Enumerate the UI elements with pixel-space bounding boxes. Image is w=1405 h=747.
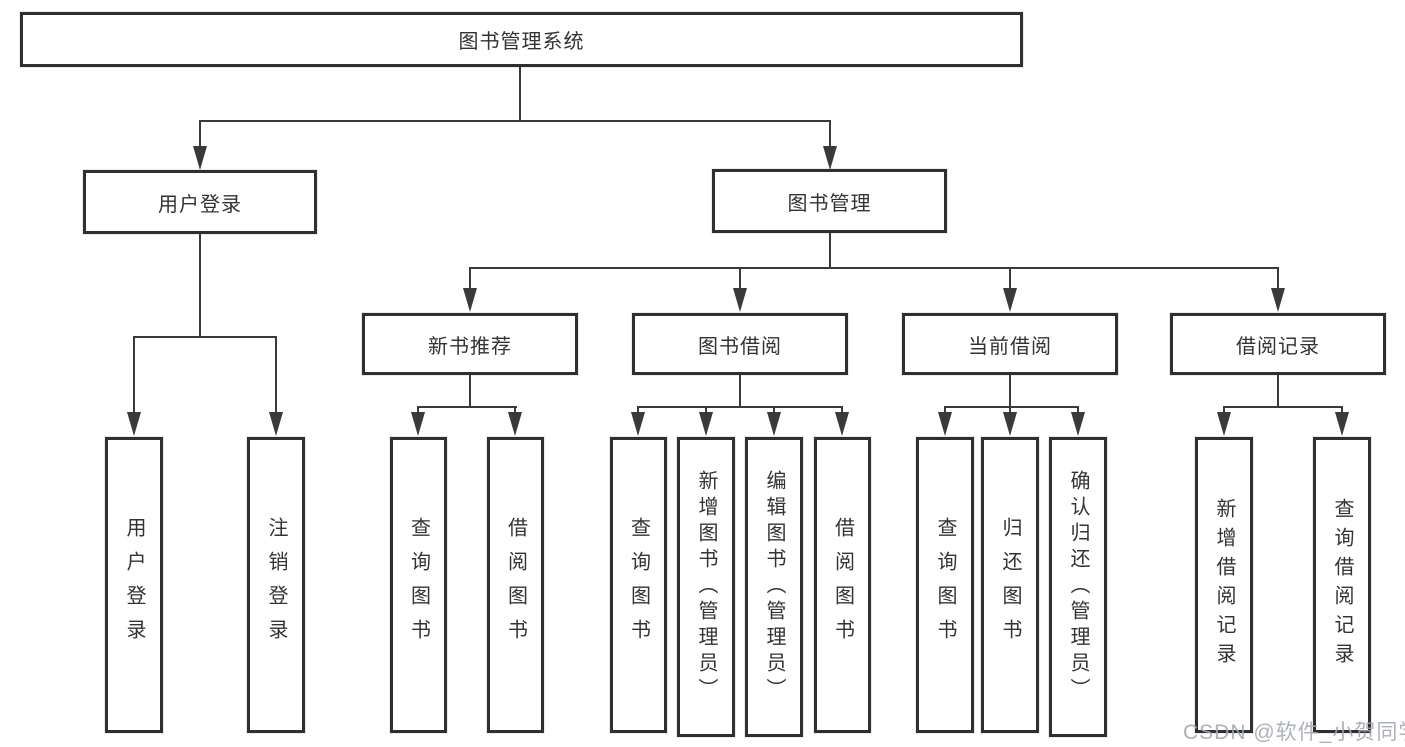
leaf-logout: 注销登录: [247, 437, 305, 733]
leaf-br-query-record: 查询借阅记录: [1313, 437, 1371, 733]
leaf-rec-query-book: 查询图书: [390, 437, 447, 733]
node-label: 借阅记录: [1236, 335, 1320, 358]
leaf-label: 查询借阅记录: [1331, 498, 1353, 672]
connector-userlogin-stem: [199, 233, 201, 338]
leaf-label: 新增借阅记录: [1213, 498, 1235, 672]
connector-current-drop-2: [1009, 406, 1011, 416]
connector-userlogin-hline: [133, 336, 277, 338]
arrowhead-to-book-borrowing: [733, 288, 747, 312]
connector-borrowing-drop-3: [773, 406, 775, 416]
connector-current-drop-1: [944, 406, 946, 416]
connector-borrowing-drop-1: [637, 406, 639, 416]
arrowhead-to-leaf-logout: [269, 412, 283, 436]
connector-bookmgmt-drop-2: [739, 267, 741, 291]
arrowhead-to-current-borrowing: [1003, 288, 1017, 312]
connector-current-hline: [944, 406, 1079, 408]
leaf-bb-edit-book-admin: 编辑图书（管理员）: [745, 437, 803, 737]
connector-bookmgmt-stem: [829, 233, 831, 269]
connector-current-stem: [1009, 375, 1011, 408]
arrowhead-to-cb-query-book: [938, 412, 952, 436]
leaf-bb-query-book: 查询图书: [610, 437, 667, 733]
connector-root-drop-right: [829, 120, 831, 148]
leaf-br-add-record: 新增借阅记录: [1195, 437, 1253, 733]
csdn-watermark: CSDN @软件_小贺同学: [1183, 721, 1405, 744]
leaf-label: 新增图书（管理员）: [695, 470, 717, 704]
node-new-book-recommend: 新书推荐: [362, 313, 578, 375]
node-user-login-branch: 用户登录: [83, 170, 317, 234]
leaf-rec-borrow-book: 借阅图书: [487, 437, 544, 733]
arrowhead-to-leaf-user-login: [127, 412, 141, 436]
connector-userlogin-drop-left: [133, 336, 135, 414]
connector-bookmgmt-drop-3: [1009, 267, 1011, 291]
connector-records-hline: [1223, 406, 1343, 408]
arrowhead-to-bb-edit-book: [767, 412, 781, 436]
node-label: 图书借阅: [698, 335, 782, 358]
leaf-label: 确认归还（管理员）: [1067, 470, 1089, 704]
connector-bookmgmt-drop-1: [469, 267, 471, 291]
arrowhead-to-rec-query-book: [411, 412, 425, 436]
node-current-borrowing: 当前借阅: [902, 313, 1118, 375]
leaf-label: 编辑图书（管理员）: [763, 470, 785, 704]
leaf-bb-add-book-admin: 新增图书（管理员）: [677, 437, 735, 737]
leaf-label: 借阅图书: [831, 517, 854, 653]
connector-borrowing-drop-2: [705, 406, 707, 416]
connector-current-drop-3: [1077, 406, 1079, 416]
leaf-cb-confirm-return-admin: 确认归还（管理员）: [1049, 437, 1107, 737]
connector-records-drop-1: [1223, 406, 1225, 416]
node-label: 图书管理系统: [458, 31, 585, 53]
leaf-label: 注销登录: [265, 517, 287, 653]
leaf-cb-return-book: 归还图书: [981, 437, 1039, 733]
arrowhead-to-bb-add-book: [699, 412, 713, 436]
node-book-management-branch: 图书管理: [712, 169, 947, 233]
arrowhead-to-br-query-record: [1335, 412, 1349, 436]
leaf-label: 用户登录: [123, 517, 145, 653]
arrowhead-to-cb-return-book: [1003, 412, 1017, 436]
connector-recommend-stem: [469, 375, 471, 408]
leaf-user-login: 用户登录: [105, 437, 163, 733]
node-library-management-system: 图书管理系统: [20, 12, 1023, 67]
leaf-label: 查询图书: [627, 517, 650, 653]
arrowhead-to-new-book-recommend: [463, 288, 477, 312]
connector-recommend-hline: [417, 406, 517, 408]
leaf-bb-borrow-book: 借阅图书: [814, 437, 871, 733]
leaf-label: 借阅图书: [504, 517, 527, 653]
connector-records-drop-2: [1341, 406, 1343, 416]
connector-borrowing-hline: [637, 406, 843, 408]
node-book-borrowing: 图书借阅: [632, 313, 848, 375]
node-label: 图书管理: [787, 192, 872, 215]
arrowhead-to-cb-confirm-return: [1071, 412, 1085, 436]
arrowhead-to-br-add-record: [1217, 412, 1231, 436]
node-borrowing-records: 借阅记录: [1170, 313, 1386, 375]
node-label: 当前借阅: [968, 335, 1052, 358]
connector-records-stem: [1277, 375, 1279, 408]
node-label: 新书推荐: [428, 335, 512, 358]
arrowhead-to-book-management: [823, 146, 837, 170]
connector-root-hline: [199, 120, 831, 122]
connector-root-drop-left: [199, 120, 201, 148]
connector-bookmgmt-drop-4: [1277, 267, 1279, 291]
arrowhead-to-borrowing-records: [1271, 288, 1285, 312]
arrowhead-to-bb-query-book: [631, 412, 645, 436]
arrowhead-to-user-login: [193, 146, 207, 170]
arrowhead-to-bb-borrow-book: [835, 412, 849, 436]
node-label: 用户登录: [158, 193, 242, 216]
connector-recommend-drop-1: [417, 406, 419, 416]
leaf-cb-query-book: 查询图书: [916, 437, 974, 733]
connector-root-stem: [519, 67, 521, 122]
connector-userlogin-drop-right: [275, 336, 277, 414]
leaf-label: 归还图书: [999, 517, 1021, 653]
connector-borrowing-stem: [739, 375, 741, 408]
leaf-label: 查询图书: [407, 517, 430, 653]
connector-bookmgmt-hline: [469, 267, 1279, 269]
leaf-label: 查询图书: [934, 517, 956, 653]
connector-borrowing-drop-4: [841, 406, 843, 416]
arrowhead-to-rec-borrow-book: [508, 412, 522, 436]
connector-recommend-drop-2: [514, 406, 516, 416]
